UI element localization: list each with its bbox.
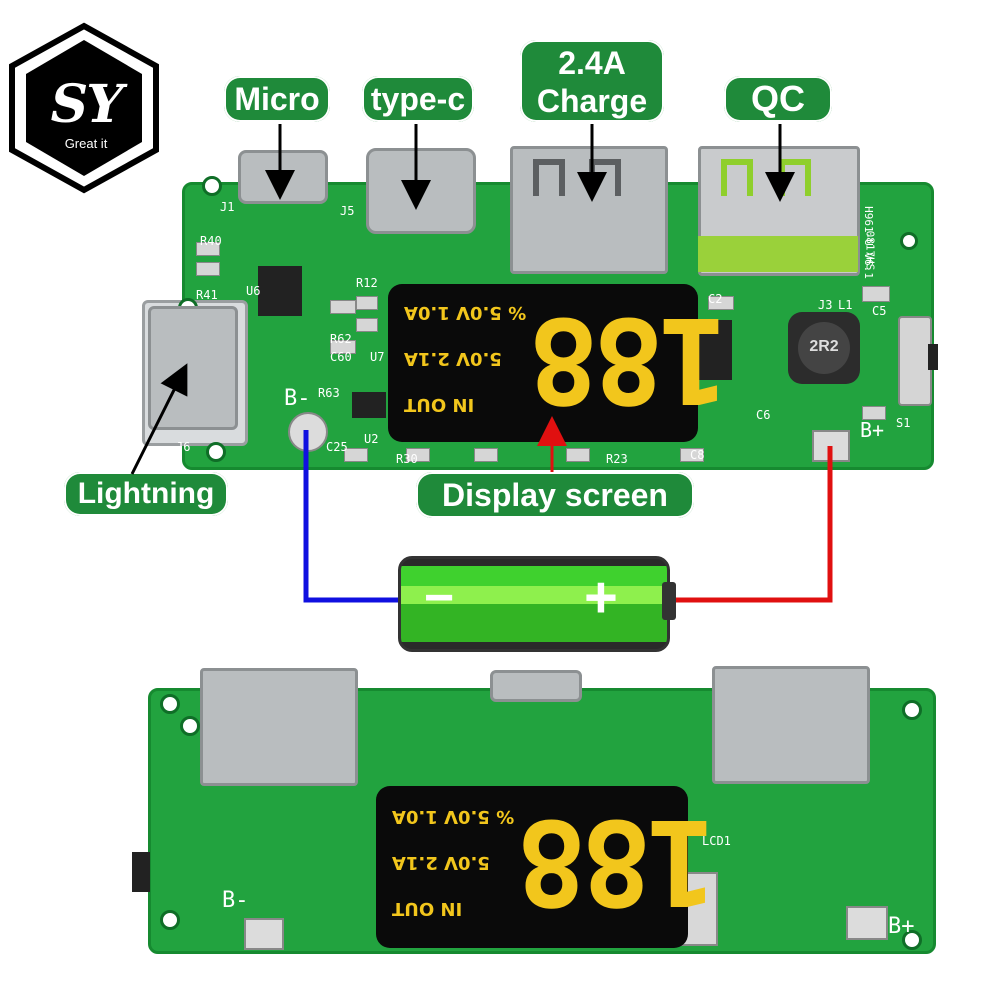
usb-a-port-bottom-left — [200, 668, 358, 786]
silk-c5: C5 — [872, 304, 887, 318]
side-switch-bottom — [132, 852, 150, 892]
lcd-display-bottom — [376, 786, 688, 948]
brand-logo: SY Great it — [8, 22, 160, 194]
silk-s1: S1 — [896, 416, 911, 430]
inductor-label: 2R2 — [809, 338, 839, 355]
label-qc: QC — [724, 76, 832, 122]
mount-hole — [160, 694, 180, 714]
silk-r62: R62 — [330, 332, 352, 346]
lcd-bottom-line3: IN OUT — [392, 898, 463, 919]
silk-u6: U6 — [246, 284, 261, 298]
logo-letters: SY — [50, 74, 124, 135]
mount-hole — [180, 716, 200, 736]
smd-pad — [474, 448, 498, 462]
ic-chip — [258, 266, 302, 316]
smd-pad — [406, 448, 430, 462]
logo-tagline: Great it — [64, 136, 108, 151]
label-charge-line2: Charge — [536, 83, 648, 119]
label-charge: 2.4A Charge — [520, 40, 664, 122]
smd-pad — [708, 296, 734, 310]
ic-chip — [352, 392, 386, 418]
label-micro: Micro — [224, 76, 330, 122]
smd-pad — [862, 406, 886, 420]
smd-pad — [356, 296, 378, 310]
silk-u2: U2 — [364, 432, 379, 446]
silk-r63: R63 — [318, 386, 340, 400]
silk-u7: U7 — [370, 350, 385, 364]
inductor-core — [798, 322, 850, 374]
b-minus-pad-bottom — [244, 918, 284, 950]
smd-pad — [862, 286, 890, 302]
smd-pad — [356, 318, 378, 332]
battery-icon — [398, 556, 670, 652]
silk-bottom-b-minus: B- — [222, 888, 249, 913]
smd-pad — [330, 300, 356, 314]
silk-bottom-b-plus: B+ — [888, 914, 915, 939]
label-display-screen: Display screen — [416, 472, 694, 518]
silk-j1: J1 — [220, 200, 235, 214]
usb-a-port-bottom-right — [712, 666, 870, 784]
silk-b-minus: B- — [284, 386, 311, 411]
silk-r12: R12 — [356, 276, 378, 290]
b-plus-pad-bottom — [846, 906, 888, 940]
mount-hole — [202, 176, 222, 196]
mount-hole — [902, 700, 922, 720]
qc-port-accent — [698, 236, 858, 272]
lcd-display-top — [388, 284, 698, 442]
mount-hole — [160, 910, 180, 930]
silk-j6: J6 — [176, 440, 191, 454]
silk-l1: L1 — [838, 298, 853, 312]
battery-minus-symbol: − — [424, 569, 455, 627]
label-charge-line1: 2.4A — [558, 45, 626, 81]
smd-pad — [330, 340, 356, 354]
lcd-bottom-line2: 5.0V 2.1A — [392, 852, 490, 873]
smd-pad — [344, 448, 368, 462]
silk-c2: C2 — [708, 292, 723, 306]
silk-c60: C60 — [330, 350, 352, 364]
silk-r23: R23 — [606, 452, 628, 466]
battery-terminal — [662, 582, 676, 620]
battery-plus-symbol: + — [584, 565, 618, 630]
silk-c6: C6 — [756, 408, 771, 422]
silk-b-plus: B+ — [860, 418, 885, 442]
silk-r40: R40 — [200, 234, 222, 248]
push-switch-knob — [928, 344, 938, 370]
smd-pad — [196, 242, 220, 256]
silk-j3: J3 — [818, 298, 833, 312]
silk-r41: R41 — [196, 288, 218, 302]
label-lightning: Lightning — [64, 472, 228, 516]
label-type-c: type-c — [362, 76, 474, 122]
mount-hole — [206, 442, 226, 462]
logo-hexagon-icon — [9, 22, 159, 194]
silk-c25: C25 — [326, 440, 348, 454]
silk-bottom-lcd1: LCD1 — [702, 834, 731, 848]
mount-hole — [902, 930, 922, 950]
ic-chip — [698, 320, 732, 380]
smd-pad — [566, 448, 590, 462]
silk-c8: C8 — [690, 448, 705, 462]
smd-pad — [196, 262, 220, 276]
silk-r30: R30 — [396, 452, 418, 466]
lcd-bottom-digits: 188 — [522, 793, 718, 931]
lcd-bottom-line1: % 5.0V 1.0A — [392, 806, 515, 827]
silk-j5: J5 — [340, 204, 355, 218]
mount-hole — [900, 232, 918, 250]
smd-pad — [680, 448, 704, 462]
micro-usb-port-bottom — [490, 670, 582, 702]
